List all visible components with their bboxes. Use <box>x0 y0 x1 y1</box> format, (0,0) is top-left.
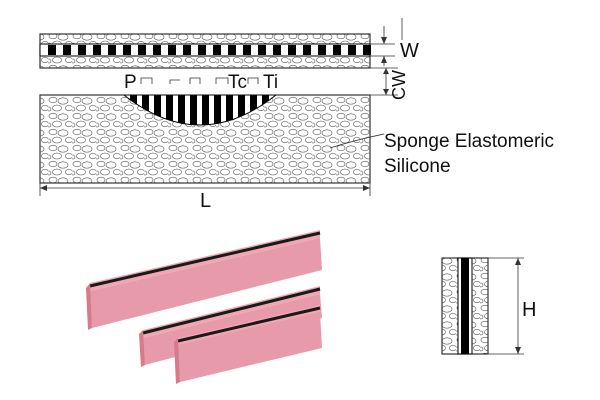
material-leader-line <box>329 133 385 149</box>
w-label: W <box>400 40 419 62</box>
cw-dimension <box>370 67 398 96</box>
arc-stripe <box>214 95 221 125</box>
strip-square <box>273 45 281 55</box>
strip-square <box>363 45 371 55</box>
l-dimension <box>39 183 371 196</box>
top-strip <box>39 33 371 69</box>
h-dimension <box>488 257 524 355</box>
strip-square <box>198 45 206 55</box>
strip-square <box>123 45 131 55</box>
strip-square <box>288 45 296 55</box>
strip-square <box>348 45 356 55</box>
cross-section <box>441 257 489 355</box>
strip-square <box>93 45 101 55</box>
strip-square <box>258 45 266 55</box>
top-strip-squares <box>48 45 371 55</box>
tc-label: Tc <box>228 72 247 93</box>
l-label: L <box>200 190 211 212</box>
strip-square <box>243 45 251 55</box>
strip-square <box>213 45 221 55</box>
arc-stripe <box>178 95 185 125</box>
strip-square <box>168 45 176 55</box>
strip-square <box>48 45 56 55</box>
strip-square <box>333 45 341 55</box>
arc-stripe <box>154 95 161 125</box>
strip-square <box>153 45 161 55</box>
arc-stripe <box>226 95 233 125</box>
material-label-line2: Silicone <box>384 156 451 177</box>
pitch-brackets <box>140 77 259 84</box>
strip-square <box>318 45 326 55</box>
arc-stripe <box>238 95 245 125</box>
w-dimension <box>370 18 403 66</box>
p-label: P <box>124 72 137 93</box>
sponge-block <box>39 94 371 184</box>
pink-strip-1 <box>86 230 322 330</box>
arc-stripe <box>190 95 197 125</box>
strip-square <box>303 45 311 55</box>
material-label-line1: Sponge Elastomeric <box>384 131 554 152</box>
strip-square <box>63 45 71 55</box>
strip-square <box>183 45 191 55</box>
strip-square <box>138 45 146 55</box>
strip-square <box>108 45 116 55</box>
pink-strip-3 <box>174 305 322 384</box>
arc-stripe <box>166 95 173 125</box>
h-label: H <box>522 299 536 321</box>
arc-stripe <box>202 95 209 125</box>
cw-label: CW <box>389 70 409 100</box>
strip-square <box>78 45 86 55</box>
arc-stripe <box>250 95 257 125</box>
ti-label: Ti <box>263 72 278 93</box>
strip-square <box>228 45 236 55</box>
